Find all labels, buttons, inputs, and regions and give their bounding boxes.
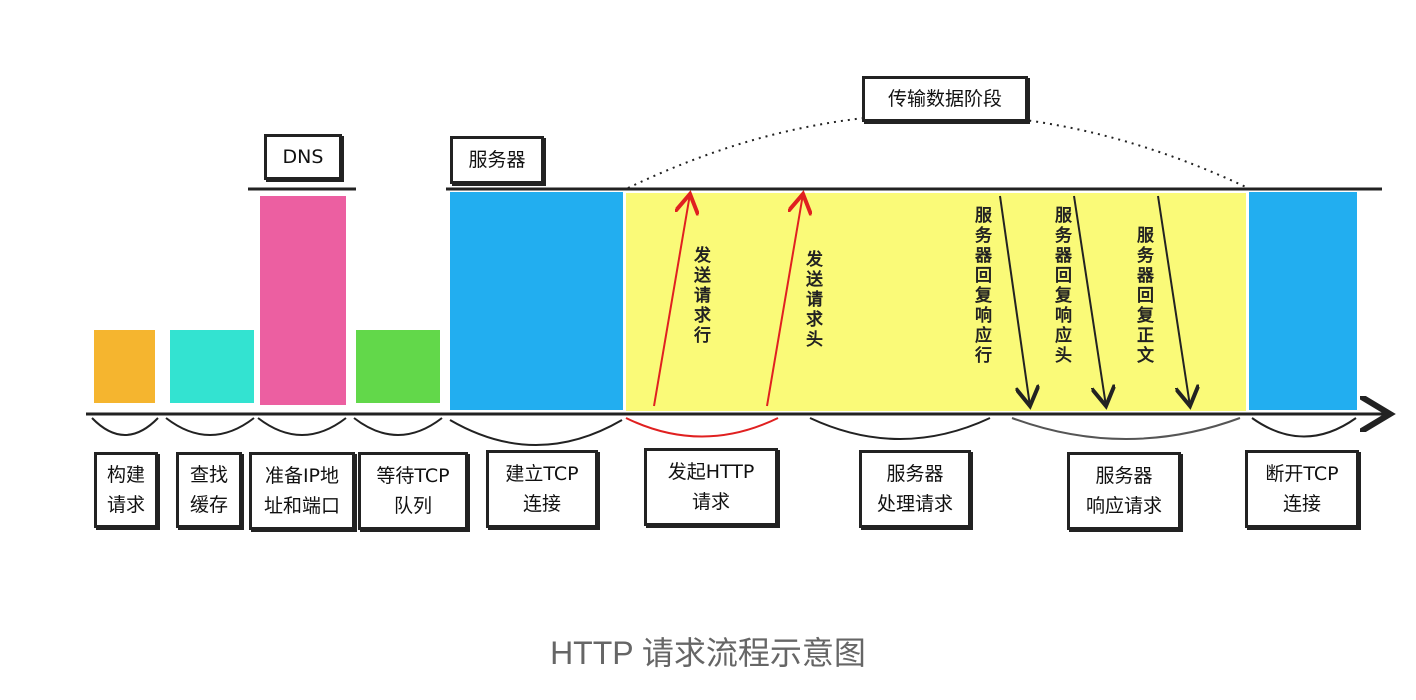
arrow-send-request-line	[653, 194, 690, 407]
bar-cache-lookup	[170, 330, 254, 403]
label-response-line: 服务器回复响应行	[971, 206, 991, 366]
stage-cache-lookup: 查找 缓存	[176, 452, 242, 528]
dns-label: DNS	[264, 134, 342, 180]
bar-server-disconnect	[1249, 192, 1357, 410]
bracket-cache-lookup	[165, 417, 255, 436]
label-send-request-headers: 发送请求头	[802, 250, 822, 350]
bracket-server-response	[1011, 417, 1241, 440]
label-response-body: 服务器回复正文	[1133, 226, 1153, 366]
bar-dns	[260, 196, 346, 405]
arrow-send-request-headers	[766, 194, 803, 407]
transfer-phase-arc	[627, 113, 1249, 189]
bracket-http-request	[625, 417, 779, 438]
stage-server-process: 服务器 处理请求	[859, 450, 971, 528]
server-label: 服务器	[450, 136, 544, 184]
bracket-tcp-queue	[353, 417, 443, 436]
stage-tcp-queue: 等待TCP 队列	[358, 452, 468, 530]
bracket-dns	[257, 417, 347, 436]
transfer-phase-label: 传输数据阶段	[862, 76, 1028, 122]
bracket-server-process	[809, 417, 991, 440]
arrow-response-body	[1157, 195, 1190, 406]
arrow-response-headers	[1073, 195, 1106, 406]
bar-server-connect	[450, 192, 623, 410]
bar-build-request	[94, 330, 155, 403]
bracket-build-request	[91, 417, 159, 436]
stage-tcp-disconnect: 断开TCP 连接	[1245, 450, 1359, 528]
stage-server-response: 服务器 响应请求	[1067, 452, 1181, 530]
stage-tcp-connect: 建立TCP 连接	[486, 450, 598, 528]
bar-transfer	[626, 193, 1246, 411]
bar-tcp-queue	[356, 330, 440, 403]
label-send-request-line: 发送请求行	[690, 246, 710, 346]
stage-http-request: 发起HTTP 请求	[644, 448, 778, 526]
bracket-tcp-disconnect	[1251, 417, 1357, 438]
bracket-tcp-connect	[449, 419, 623, 446]
stage-build-request: 构建 请求	[94, 452, 158, 528]
label-response-headers: 服务器回复响应头	[1051, 206, 1071, 366]
diagram-caption: HTTP 请求流程示意图	[550, 635, 866, 671]
stage-dns-prepare: 准备IP地 址和端口	[249, 452, 355, 530]
arrow-response-line	[999, 195, 1030, 406]
